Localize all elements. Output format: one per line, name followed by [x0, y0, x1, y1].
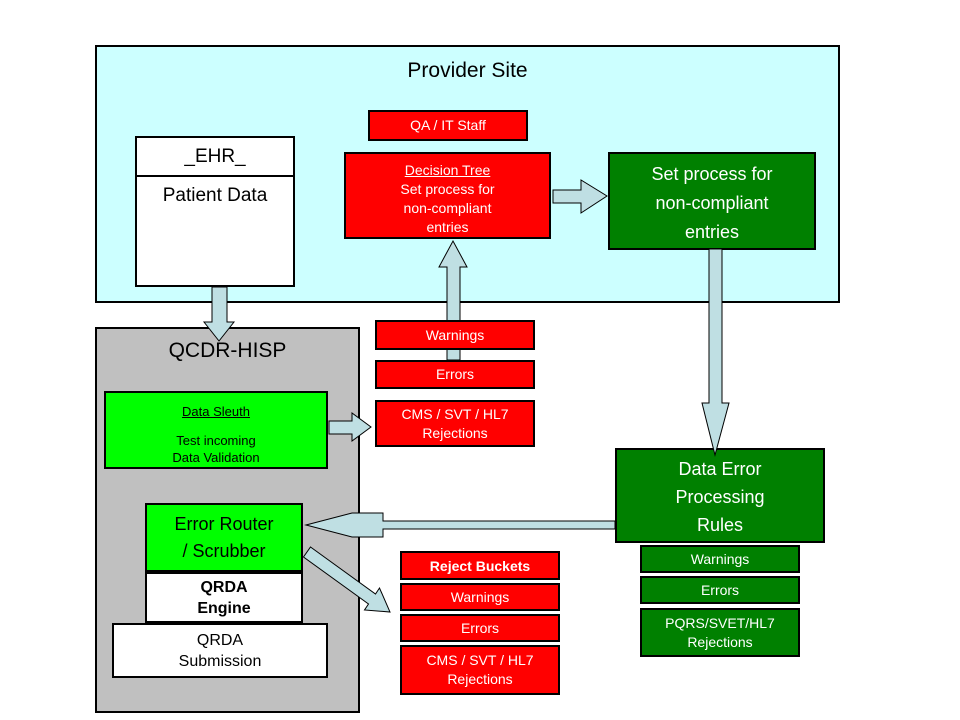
set-process-line: Set process for [651, 164, 773, 184]
qcdr-hisp-title: QCDR-HISP [168, 339, 287, 362]
qcdr-hisp-box: QCDR-HISP Data Sleuth Test incoming Data… [95, 327, 360, 713]
cms-rejections-line: CMS / SVT / HL7 [401, 405, 509, 422]
warnings-box: Warnings [375, 320, 535, 350]
error-router-line: / Scrubber [182, 540, 266, 561]
qa-it-staff-box: QA / IT Staff [368, 110, 528, 141]
cms-rejections-box: CMS / SVT / HL7 Rejections [375, 400, 535, 447]
set-process-box: Set process for non-compliant entries [608, 152, 816, 250]
decision-tree-line: non-compliant [403, 200, 492, 216]
reject-warnings-box: Warnings [400, 583, 560, 611]
errors-box: Errors [375, 360, 535, 389]
ehr-title: _EHR_ [137, 138, 293, 177]
decision-tree-title: Decision Tree [404, 162, 491, 178]
set-process-line: entries [684, 222, 740, 242]
data-sleuth-line: Test incoming [176, 433, 256, 448]
decision-tree-line: entries [426, 219, 469, 235]
decision-tree-line: Set process for [400, 181, 495, 197]
decision-tree-box: Decision Tree Set process for non-compli… [344, 152, 551, 239]
error-router-line: Error Router [174, 513, 274, 534]
reject-cms-line: CMS / SVT / HL7 [426, 652, 534, 668]
provider-site-title: Provider Site [407, 59, 528, 82]
ehr-box: _EHR_ Patient Data [135, 136, 295, 287]
cms-rejections-line: Rejections [422, 424, 488, 441]
set-process-line: non-compliant [655, 193, 769, 213]
data-sleuth-line: Data Validation [172, 450, 260, 465]
error-router-box: Error Router / Scrubber [145, 503, 303, 572]
reject-cms-line: Rejections [447, 671, 513, 687]
patient-data-label: Patient Data [162, 185, 268, 206]
data-error-rules-line: Rules [696, 515, 744, 535]
data-error-errors-box: Errors [640, 576, 800, 604]
qrda-engine-line: Engine [197, 599, 251, 617]
qrda-engine-box: QRDA Engine [145, 572, 303, 623]
qrda-submission-line: QRDA [196, 631, 244, 649]
pqrs-rejections-line: Rejections [687, 633, 753, 650]
data-sleuth-box: Data Sleuth Test incoming Data Validatio… [104, 391, 328, 469]
pqrs-rejections-box: PQRS/SVET/HL7 Rejections [640, 608, 800, 657]
data-error-rules-box: Data Error Processing Rules [615, 448, 825, 543]
data-error-rules-line: Processing [675, 487, 765, 507]
provider-site-box: Provider Site _EHR_ Patient Data QA / IT… [95, 45, 840, 303]
data-error-rules-line: Data Error [678, 459, 762, 479]
reject-buckets-title-box: Reject Buckets [400, 551, 560, 580]
pqrs-rejections-line: PQRS/SVET/HL7 [665, 614, 775, 631]
data-error-warnings-box: Warnings [640, 545, 800, 573]
reject-cms-rejections-box: CMS / SVT / HL7 Rejections [400, 645, 560, 695]
qrda-submission-box: QRDA Submission [112, 623, 328, 678]
data-sleuth-title: Data Sleuth [182, 404, 250, 419]
qrda-engine-line: QRDA [200, 578, 248, 596]
qrda-submission-line: Submission [178, 652, 262, 670]
reject-errors-box: Errors [400, 614, 560, 642]
